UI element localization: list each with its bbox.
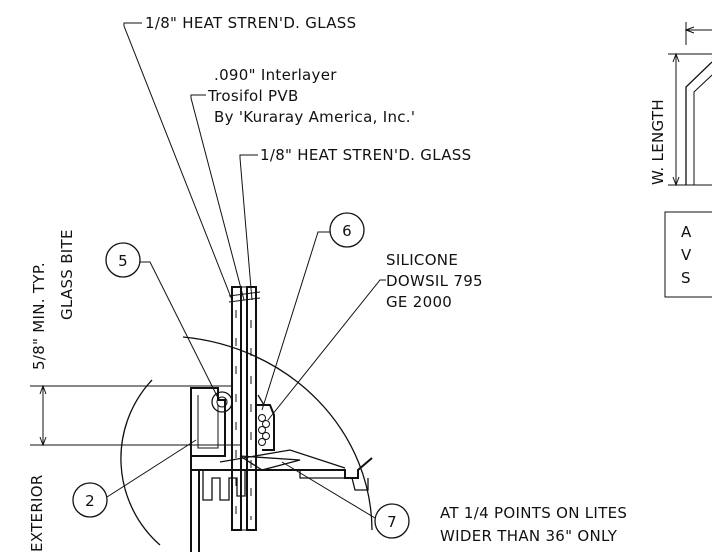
label-silicone-line1: SILICONE xyxy=(386,251,458,269)
sill-leg-left xyxy=(190,470,200,552)
callout-2: 2 xyxy=(72,439,197,518)
callout-6-number: 6 xyxy=(342,222,352,240)
note-line2: WIDER THAN 36" ONLY xyxy=(440,527,618,545)
exterior-stop-inner xyxy=(197,395,219,449)
glass-hatch xyxy=(235,310,252,520)
label-silicone: SILICONE DOWSIL 795 GE 2000 xyxy=(267,251,483,421)
label-glass-inner: 1/8" HEAT STREN'D. GLASS xyxy=(239,146,471,301)
inner-glass-lite xyxy=(246,286,257,531)
callout-5: 5 xyxy=(105,242,219,399)
label-silicone-line3: GE 2000 xyxy=(386,293,452,311)
callout-7-number: 7 xyxy=(387,513,397,531)
setting-block-wedge xyxy=(239,455,301,471)
interior-stop-lip xyxy=(257,394,265,406)
label-silicone-line2: DOWSIL 795 xyxy=(386,272,483,290)
label-interlayer-line2: Trosifol PVB xyxy=(207,87,299,105)
exterior-stop xyxy=(190,387,226,457)
elevation-diagram: W. LENGTH xyxy=(649,22,712,187)
frame-extrusion xyxy=(190,387,373,552)
sill-teeth xyxy=(202,470,246,501)
note-line1: AT 1/4 POINTS ON LITES xyxy=(440,504,627,522)
elevation-lite-outline xyxy=(685,61,712,185)
interior-stop xyxy=(256,404,275,451)
callout-2-number: 2 xyxy=(85,492,95,510)
label-w-length: W. LENGTH xyxy=(649,99,667,185)
label-interlayer: .090" Interlayer Trosifol PVB By 'Kurara… xyxy=(190,66,415,301)
note-box: A V S xyxy=(664,211,712,298)
label-exterior: EXTERIOR xyxy=(28,474,46,552)
note-box-line-a: A xyxy=(681,223,692,241)
sill-flange xyxy=(299,470,369,491)
label-interlayer-line3: By 'Kuraray America, Inc.' xyxy=(214,108,415,126)
laminated-glass-unit xyxy=(228,286,261,531)
callout-6: 6 xyxy=(261,212,365,411)
label-glass-outer: 1/8" HEAT STREN'D. GLASS xyxy=(123,14,356,301)
bulb-gasket xyxy=(211,391,233,413)
label-glass-inner-text: 1/8" HEAT STREN'D. GLASS xyxy=(260,146,471,164)
label-glass-bite-line2: GLASS BITE xyxy=(58,229,76,320)
callout-5-number: 5 xyxy=(118,252,128,270)
label-interlayer-line1: .090" Interlayer xyxy=(214,66,337,84)
glass-bite-dimension xyxy=(30,384,240,447)
detail-circle-arc-left xyxy=(120,379,161,546)
silicone-bead xyxy=(258,414,270,446)
detail-circle-arc-right xyxy=(182,336,373,531)
label-glass-outer-text: 1/8" HEAT STREN'D. GLASS xyxy=(145,14,356,32)
note-box-line-v: V xyxy=(681,246,692,264)
callout-7: 7 xyxy=(281,461,410,539)
bulb-gasket-core xyxy=(216,396,228,408)
note-box-line-s: S xyxy=(681,269,691,287)
label-glass-bite-line1: 5/8" MIN. TYP. xyxy=(30,262,48,370)
glass-break-marks xyxy=(228,291,261,303)
